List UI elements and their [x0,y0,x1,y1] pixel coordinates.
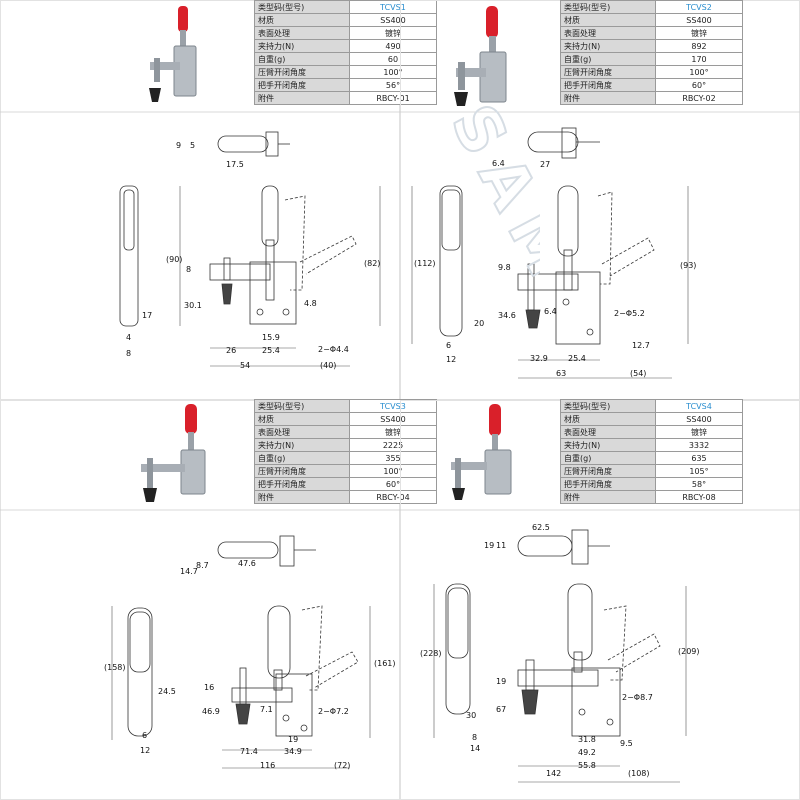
dim-label: (72) [334,761,350,770]
drawing-tcvs2 [439,127,655,345]
dim-label: 8 [186,265,191,274]
product-photo-tcvs3 [141,404,206,502]
dim-label: 20 [474,319,484,328]
dim-label: (158) [104,663,126,672]
dim-label: (82) [364,259,380,268]
dim-label: (161) [374,659,396,668]
product-photo-tcvs4 [451,404,512,500]
dim-label: 2−Φ5.2 [614,309,645,318]
dim-label: 17 [142,311,152,320]
dim-label: (108) [628,769,650,778]
dim-label: 46.9 [202,707,220,716]
dim-label: 26 [226,346,236,355]
dim-label: 2−Φ4.4 [318,345,349,354]
dim-label: 63 [556,369,566,378]
dim-label: 47.6 [238,559,256,568]
dim-label: 2−Φ8.7 [622,693,653,702]
dim-label: (40) [320,361,336,370]
dim-label: 8 [126,349,131,358]
dim-label: 142 [546,769,561,778]
dim-label: 19 [484,541,494,550]
dim-label: 9 [176,141,181,150]
dim-label: 12.7 [632,341,650,350]
dim-label: 6 [142,731,147,740]
dim-label: 116 [260,761,275,770]
dim-label: 6 [446,341,451,350]
dim-label: (90) [166,255,182,264]
dim-label: 11 [496,541,506,550]
dim-label: 54 [240,361,250,370]
dim-label: 67 [496,705,506,714]
dim-label: 27 [540,160,550,169]
dim-label: 30.1 [184,301,202,310]
dim-label: 19 [496,677,506,686]
dim-label: 32.9 [530,354,548,363]
dim-label: 9.5 [620,739,633,748]
dim-label: 24.5 [158,687,176,696]
dim-label: (112) [414,259,436,268]
dim-label: 7.1 [260,705,273,714]
dim-label: 14.7 [180,567,198,576]
dim-label: 8.7 [196,561,209,570]
dim-label: 71.4 [240,747,258,756]
drawing-tcvs4 [445,529,661,737]
dim-label: 49.2 [578,748,596,757]
dim-label: (228) [420,649,442,658]
dim-label: 2−Φ7.2 [318,707,349,716]
drawing-tcvs3 [127,535,359,737]
dim-label: 8 [472,733,477,742]
dim-label: 31.8 [578,735,596,744]
dim-label: 16 [204,683,214,692]
dim-label: 19 [288,735,298,744]
dim-label: 25.4 [262,346,280,355]
dim-label: 55.8 [578,761,596,770]
dim-label: (54) [630,369,646,378]
dim-label: 34.9 [284,747,302,756]
dim-label: (93) [680,261,696,270]
dim-label: 4 [126,333,131,342]
product-photo-tcvs2 [454,6,507,106]
dim-label: 17.5 [226,160,244,169]
dim-label: 12 [446,355,456,364]
dim-label: 62.5 [532,523,550,532]
dim-label: 6.4 [544,307,557,316]
dim-label: 12 [140,746,150,755]
dim-label: 4.8 [304,299,317,308]
dim-label: 15.9 [262,333,280,342]
drawing-tcvs1 [119,131,357,327]
dim-label: 6.4 [492,159,505,168]
dim-label: 34.6 [498,311,516,320]
dim-label: 9.8 [498,263,511,272]
dim-label: (209) [678,647,700,656]
product-photo-tcvs1 [149,6,197,102]
dim-label: 5 [190,141,195,150]
dim-label: 25.4 [568,354,586,363]
dim-label: 14 [470,744,480,753]
dim-label: 30 [466,711,476,720]
panel-tcvs1 [0,0,400,400]
